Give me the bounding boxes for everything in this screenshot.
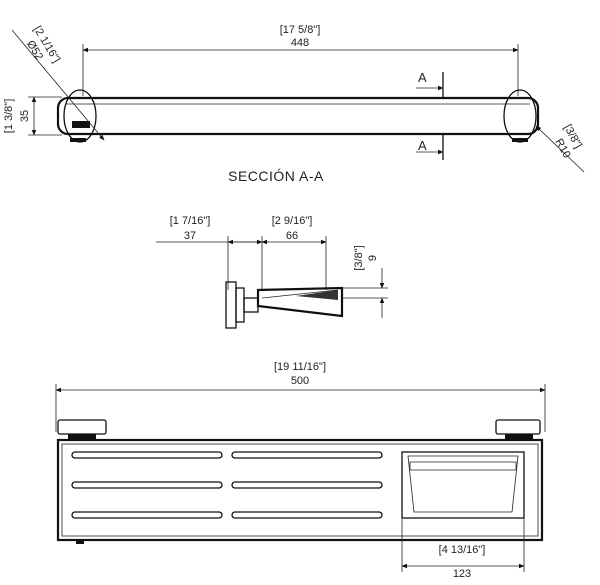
section-mark-top: A bbox=[418, 70, 427, 85]
mount-base-left bbox=[70, 138, 86, 142]
height-mm: 35 bbox=[19, 110, 31, 122]
front-view: [19 11/16"] 500 [4 13/16"] 123 bbox=[55, 361, 546, 580]
leader-radius bbox=[535, 125, 585, 173]
front-overall-inch: [19 11/16"] bbox=[274, 361, 326, 373]
basket-inner bbox=[407, 455, 519, 513]
section-mark-bottom: A bbox=[418, 138, 427, 153]
depth-inch: [2 9/16"] bbox=[272, 215, 313, 227]
mount-screw bbox=[72, 121, 90, 128]
depth-mm: 66 bbox=[286, 230, 298, 242]
mount-stem bbox=[243, 297, 259, 313]
front-mount-right bbox=[495, 419, 541, 435]
slot-1-left bbox=[71, 451, 223, 459]
front-mount-right-base bbox=[505, 434, 533, 440]
mount-cap bbox=[235, 287, 245, 323]
lip-inch: [3/8"] bbox=[353, 245, 365, 270]
overall-length-inch: [17 5/8"] bbox=[280, 24, 321, 36]
slot-3-right bbox=[231, 511, 383, 519]
offset-mm: 37 bbox=[184, 230, 196, 242]
shelf-foot-left bbox=[76, 540, 84, 544]
height-inch: [1 3/8"] bbox=[3, 99, 15, 133]
offset-inch: [1 7/16"] bbox=[170, 215, 211, 227]
wall-plate bbox=[225, 281, 237, 329]
front-mount-left-base bbox=[68, 434, 96, 440]
basket-rim bbox=[409, 461, 517, 471]
basket-outer bbox=[401, 451, 525, 519]
shelf-lip-shade bbox=[296, 290, 338, 300]
shelf-surface bbox=[261, 289, 339, 299]
slot-2-right bbox=[231, 481, 383, 489]
section-view: SECCIÓN A-A [1 7/16"] 37 [2 9/16"] 66 [3… bbox=[156, 168, 388, 329]
mount-base-right bbox=[512, 138, 528, 142]
leader-diameter bbox=[11, 29, 105, 141]
shelf-body-inner bbox=[61, 443, 539, 537]
shelf-bar-top bbox=[56, 96, 540, 136]
front-overall-mm: 500 bbox=[291, 375, 309, 387]
overall-length-mm: 448 bbox=[291, 37, 309, 49]
basket-width-inch: [4 13/16"] bbox=[439, 544, 486, 556]
drain-slots bbox=[71, 451, 383, 519]
lip-mm: 9 bbox=[367, 255, 379, 261]
basket-width-mm: 123 bbox=[453, 568, 471, 580]
slot-2-left bbox=[71, 481, 223, 489]
slot-3-left bbox=[71, 511, 223, 519]
top-view: [17 5/8"] 448 [1 3/8"] 35 [2 1/16"] Ø52 … bbox=[3, 24, 585, 173]
section-title: SECCIÓN A-A bbox=[228, 168, 324, 184]
shelf-body-front bbox=[56, 438, 544, 542]
slot-1-right bbox=[231, 451, 383, 459]
front-mount-left bbox=[57, 419, 107, 435]
